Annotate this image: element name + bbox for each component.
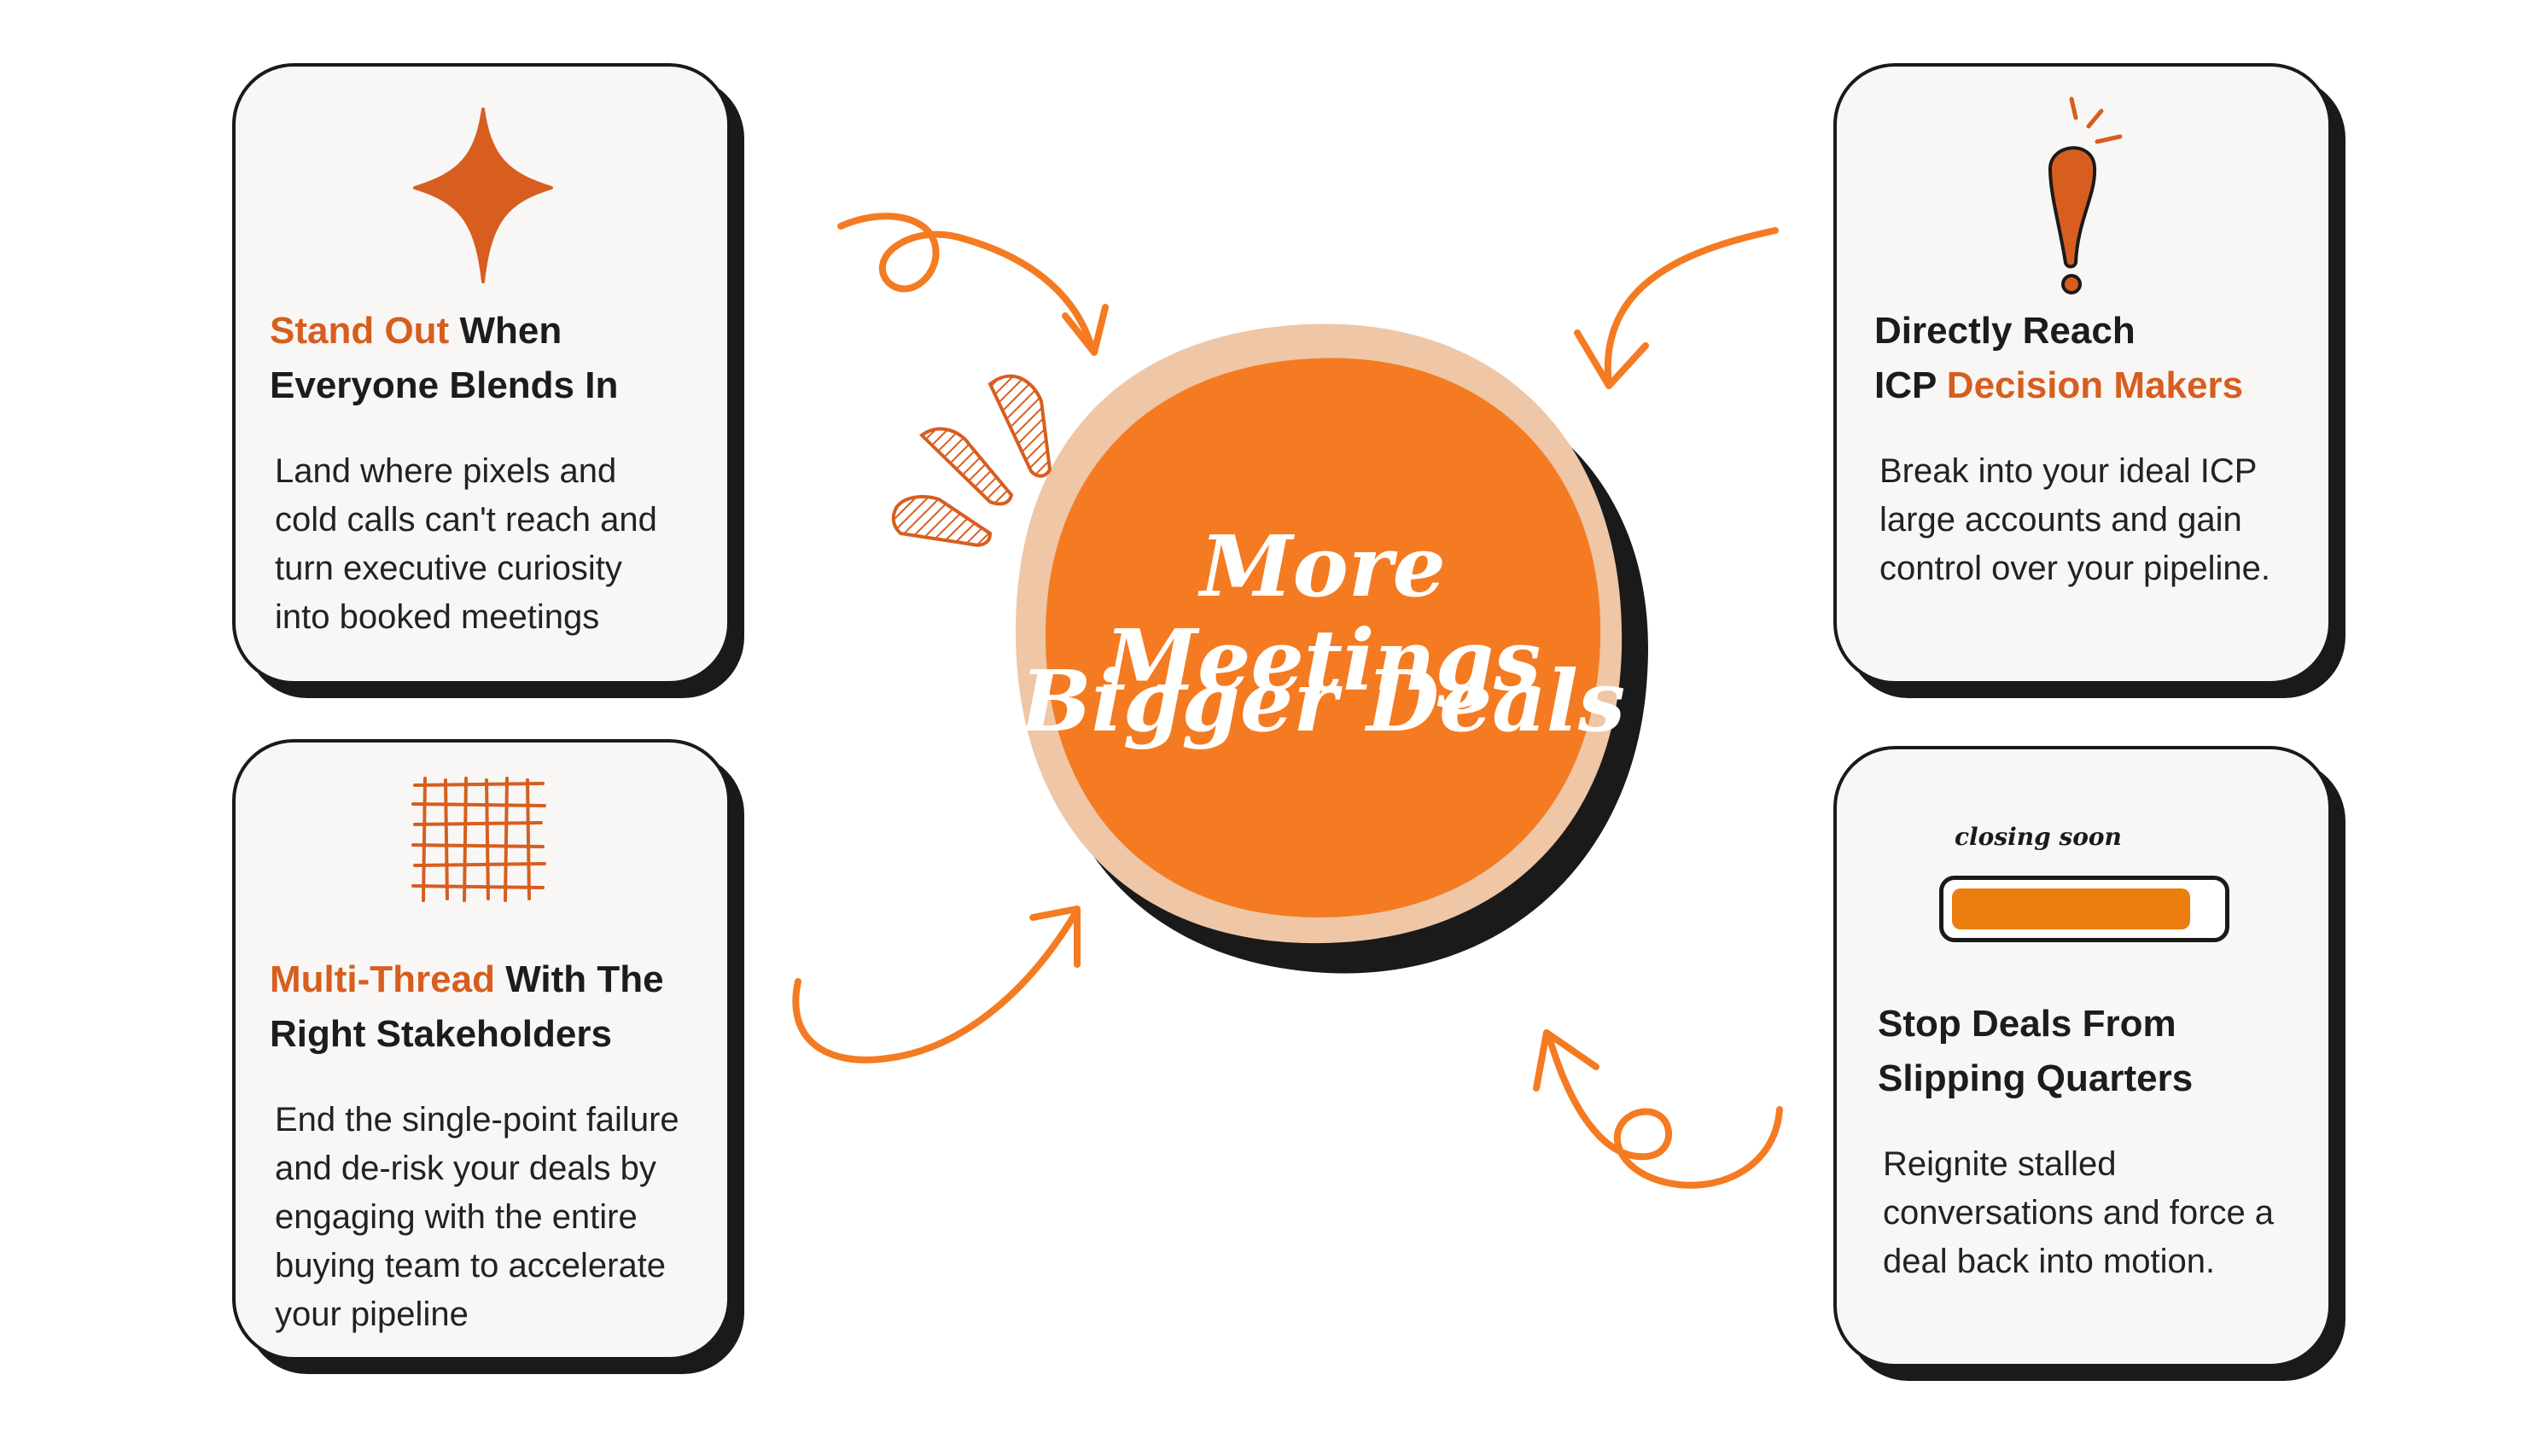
card-title-accent: Stand Out — [270, 310, 450, 352]
card-body-line: buying team to accelerate — [275, 1247, 667, 1284]
card-directly-reach: Directly Reach ICP Decision Makers Break… — [1833, 63, 2332, 684]
card-body: Land where pixels and cold calls can't r… — [275, 447, 657, 642]
card-title-line2: Slipping Quarters — [1878, 1057, 2194, 1099]
arrow-bottom-left-icon — [792, 906, 1081, 1063]
card-title: Directly Reach ICP Decision Makers — [1874, 304, 2243, 413]
card-body-line: into booked meetings — [275, 598, 600, 636]
card-body-line: End the single-point failure — [275, 1101, 679, 1139]
grid-hatch-icon — [411, 777, 546, 902]
card-title-rest: When — [459, 310, 562, 352]
arrow-top-right-icon — [1574, 227, 1779, 389]
sparkle-star-icon — [413, 108, 553, 283]
card-title-prefix: ICP — [1874, 364, 1937, 406]
card-title-line2: Right Stakeholders — [270, 1013, 612, 1055]
card-body: End the single-point failure and de-risk… — [275, 1096, 679, 1339]
card-title: Multi-Thread With The Right Stakeholders — [270, 952, 664, 1062]
card-body-line: engaging with the entire — [275, 1198, 638, 1236]
progress-fill — [1952, 888, 2190, 929]
card-title-line1: Stop Deals From — [1878, 1003, 2176, 1045]
card-title: Stand Out When Everyone Blends In — [270, 304, 618, 413]
card-multi-thread: Multi-Thread With The Right Stakeholders… — [232, 739, 731, 1360]
card-body-line: deal back into motion. — [1883, 1243, 2216, 1280]
arrow-bottom-right-icon — [1533, 1029, 1783, 1189]
card-title-rest: With The — [505, 958, 664, 1000]
card-body-line: and de-risk your deals by — [275, 1150, 656, 1187]
card-title-line2: Everyone Blends In — [270, 364, 619, 406]
center-blob-core — [1046, 358, 1601, 918]
card-body-line: your pipeline — [275, 1296, 469, 1333]
card-body: Break into your ideal ICP large accounts… — [1879, 447, 2270, 593]
card-body: Reignite stalled conversations and force… — [1883, 1140, 2274, 1286]
burst-marks-icon — [891, 374, 1052, 547]
card-title-line1: Directly Reach — [1874, 310, 2136, 352]
card-body-line: control over your pipeline. — [1879, 550, 2271, 587]
card-stand-out: Stand Out When Everyone Blends In Land w… — [232, 63, 731, 684]
card-body-line: cold calls can't reach and — [275, 501, 657, 539]
exclamation-icon — [2048, 96, 2123, 294]
center-blob — [1016, 323, 1649, 974]
card-body-line: Reignite stalled — [1883, 1145, 2117, 1183]
arrow-top-left-icon — [837, 213, 1109, 356]
card-stop-deals: closing soon Stop Deals From Slipping Qu… — [1833, 746, 2332, 1367]
progress-label: closing soon — [1955, 823, 2122, 851]
card-body-line: turn executive curiosity — [275, 550, 622, 587]
card-title-accent: Multi-Thread — [270, 958, 495, 1000]
card-body-line: Land where pixels and — [275, 452, 617, 490]
center-title-line2: Bigger Deals — [1020, 653, 1626, 751]
card-body-line: large accounts and gain — [1879, 501, 2242, 539]
card-body-line: conversations and force a — [1883, 1194, 2275, 1232]
progress-bar-icon — [1939, 876, 2229, 942]
card-title-accent: Decision Makers — [1946, 364, 2244, 406]
card-body-line: Break into your ideal ICP — [1879, 452, 2258, 490]
center-title-line1: More Meetings — [1104, 518, 1541, 710]
card-title: Stop Deals From Slipping Quarters — [1878, 997, 2193, 1106]
